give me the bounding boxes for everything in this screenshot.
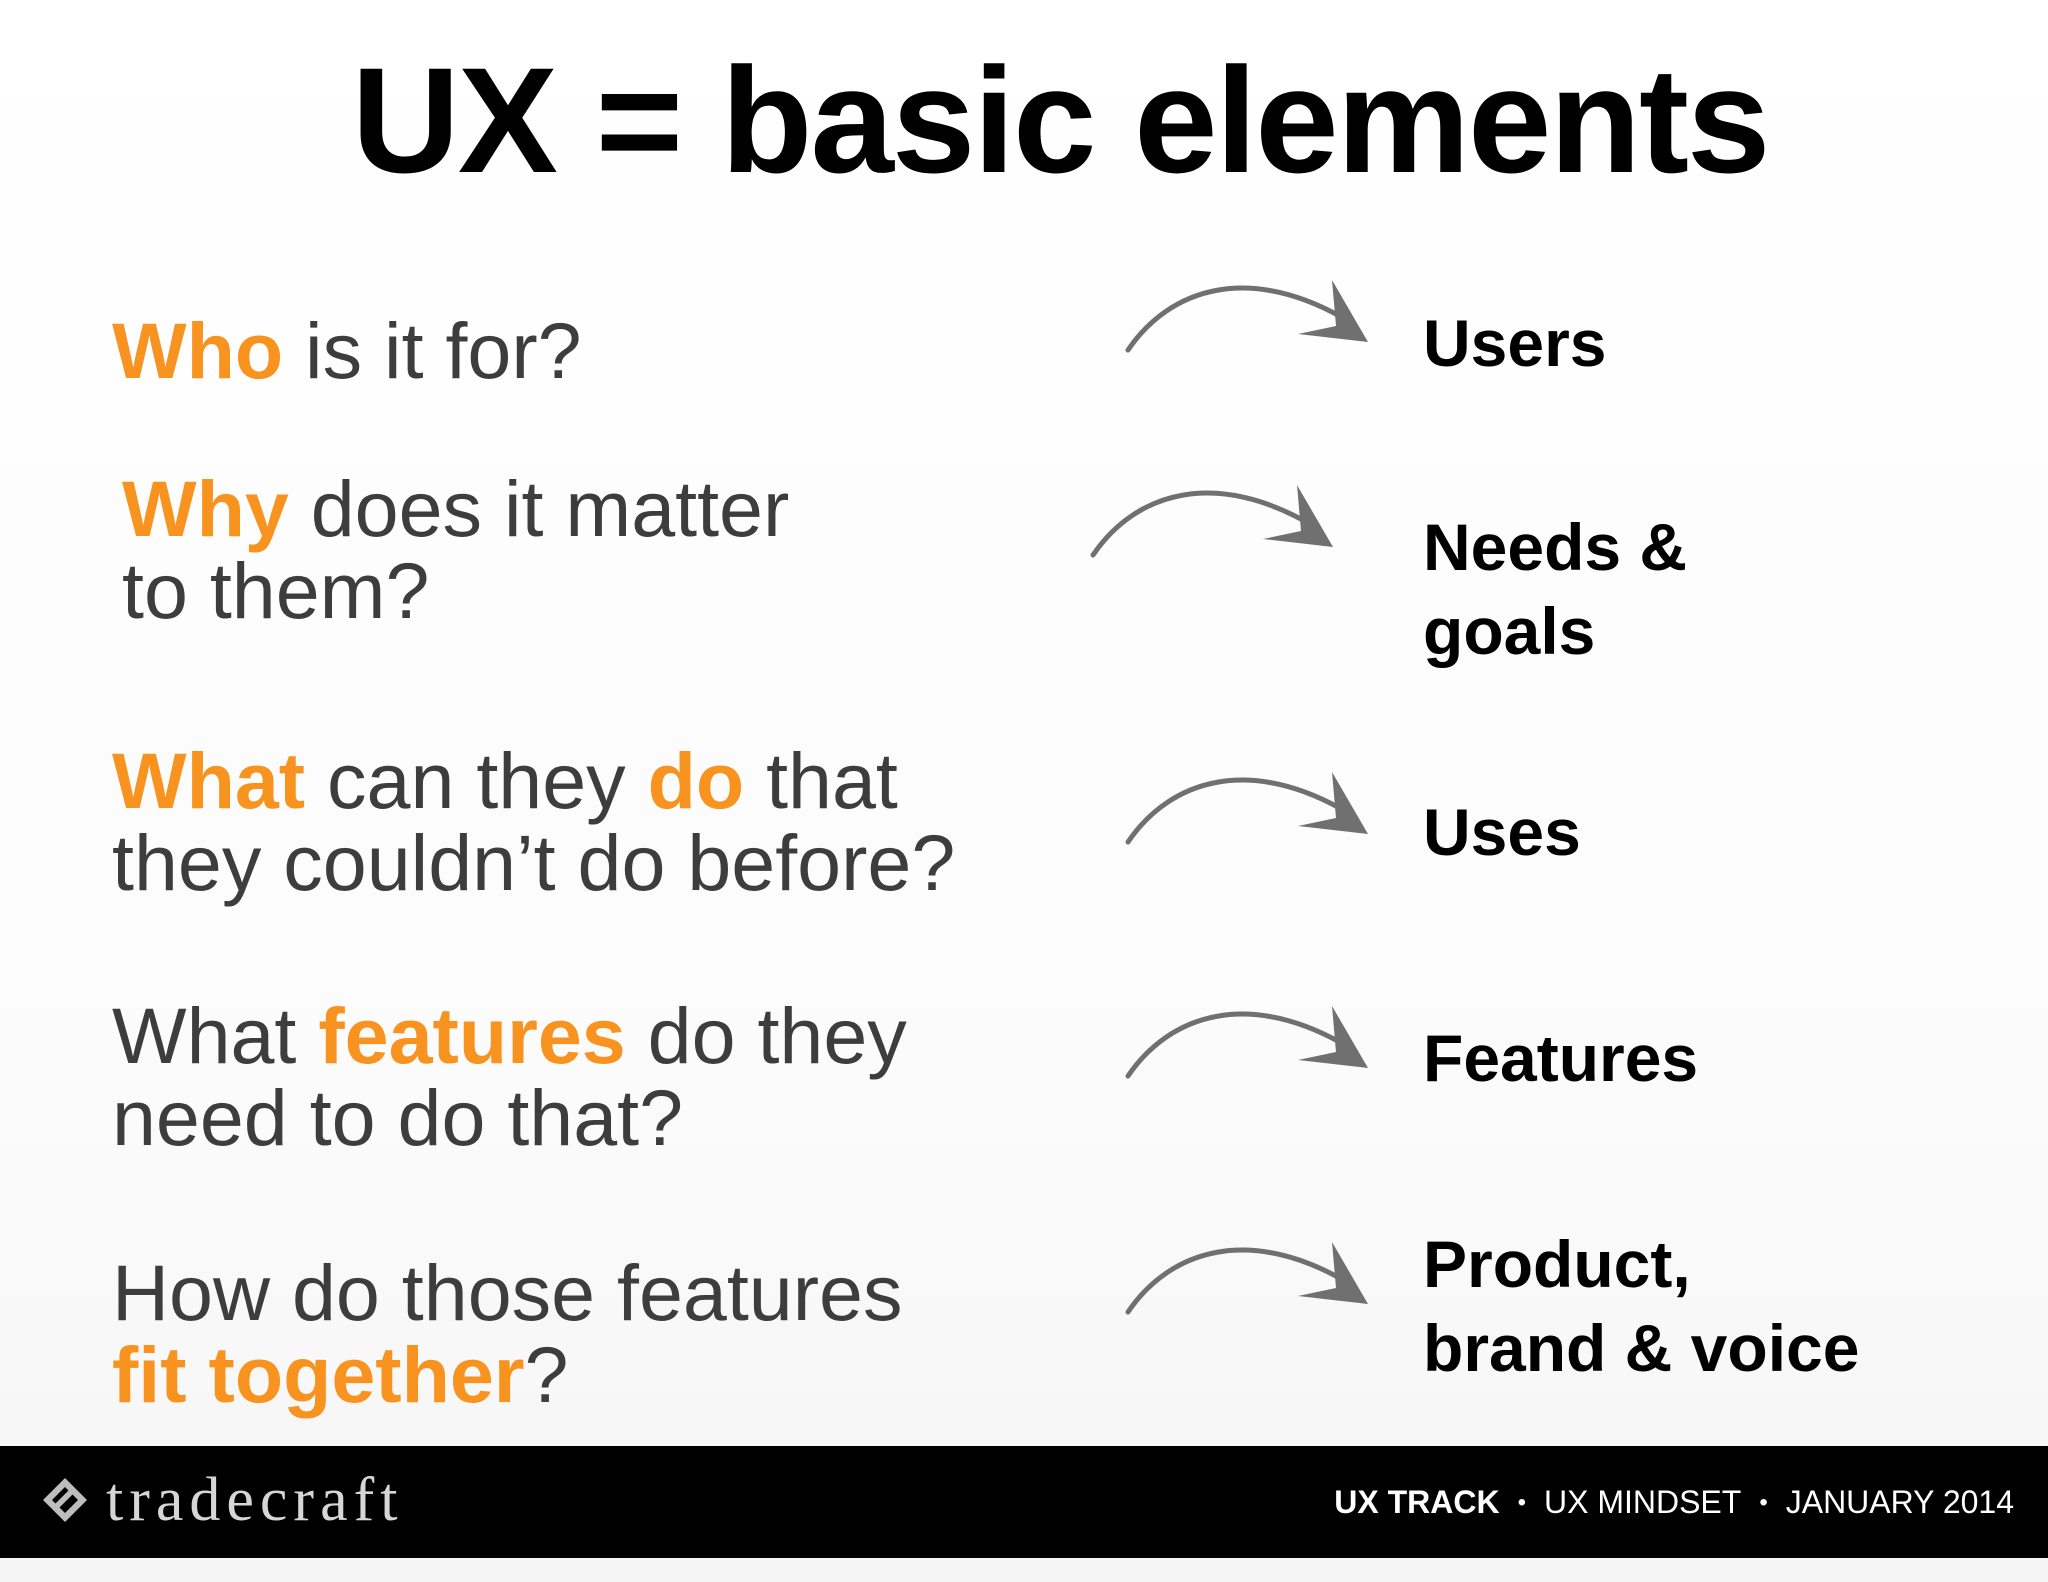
question-why: Why does it matter to them? <box>122 468 789 632</box>
answer-line: Features <box>1423 1021 1699 1095</box>
answer-uses: Uses <box>1423 790 1581 874</box>
answer-product-brand-voice: Product, brand & voice <box>1423 1222 1859 1390</box>
question-what-do: What can they do that they couldn’t do b… <box>112 740 955 904</box>
footer-track: UX TRACK <box>1334 1484 1500 1520</box>
question-highlight: features <box>318 991 626 1080</box>
footer-meta: UX TRACK • UX MINDSET • JANUARY 2014 <box>1334 1482 2014 1523</box>
diamond-logo-icon <box>43 1478 87 1522</box>
answer-line: Product, <box>1423 1227 1691 1301</box>
answer-users: Users <box>1423 301 1606 385</box>
answer-line: Needs & <box>1423 510 1688 584</box>
answer-features: Features <box>1423 1016 1698 1100</box>
question-line-1: How do those features <box>112 1248 903 1337</box>
question-highlight: do <box>647 736 745 825</box>
question-line-2: need to do that? <box>112 1073 684 1162</box>
question-text: that <box>744 736 898 825</box>
answer-line: brand & voice <box>1423 1311 1860 1385</box>
curved-arrow-right-icon <box>1090 485 1333 558</box>
question-text: ? <box>524 1330 569 1419</box>
question-line-1: What features do they <box>112 995 907 1077</box>
footer-separator: • <box>1759 1489 1768 1516</box>
footer-bar: tradecraft UX TRACK • UX MINDSET • JANUARY 2… <box>0 1446 2048 1558</box>
answer-line: Uses <box>1423 795 1581 869</box>
question-line-2: they couldn’t do before? <box>112 818 956 907</box>
question-text: does it matter <box>288 464 790 553</box>
answer-line: goals <box>1423 594 1596 668</box>
footer-separator: • <box>1517 1489 1526 1516</box>
curved-arrow-right-icon <box>1125 1006 1368 1079</box>
brand: tradecraft <box>40 1468 403 1532</box>
brand-name: tradecraft <box>106 1466 404 1534</box>
answer-line: Users <box>1423 306 1607 380</box>
answer-needs-goals: Needs & goals <box>1423 505 1687 673</box>
question-line-1: Why does it matter <box>122 468 789 550</box>
question-text: can they <box>305 736 648 825</box>
question-highlight: fit together <box>112 1330 525 1419</box>
question-text: do they <box>625 991 907 1080</box>
question-line-1: What can they do that <box>112 740 955 822</box>
question-text: What <box>112 991 319 1080</box>
curved-arrow-right-icon <box>1125 280 1368 353</box>
question-text: is it for? <box>283 306 582 395</box>
curved-arrow-right-icon <box>1125 1242 1368 1315</box>
slide-title: UX = basic elements <box>351 36 1771 204</box>
question-who: Who is it for? <box>112 310 582 392</box>
question-highlight: Who <box>112 306 284 395</box>
question-highlight: What <box>112 736 306 825</box>
question-line-2: fit together? <box>112 1334 902 1416</box>
footer-date: JANUARY 2014 <box>1785 1484 2014 1520</box>
footer-session: UX MINDSET <box>1543 1484 1742 1520</box>
question-fit-together: How do those features fit together? <box>112 1252 902 1416</box>
question-line-2: to them? <box>122 546 430 635</box>
curved-arrow-right-icon <box>1125 772 1368 845</box>
question-features: What features do they need to do that? <box>112 995 907 1159</box>
question-highlight: Why <box>122 464 289 553</box>
